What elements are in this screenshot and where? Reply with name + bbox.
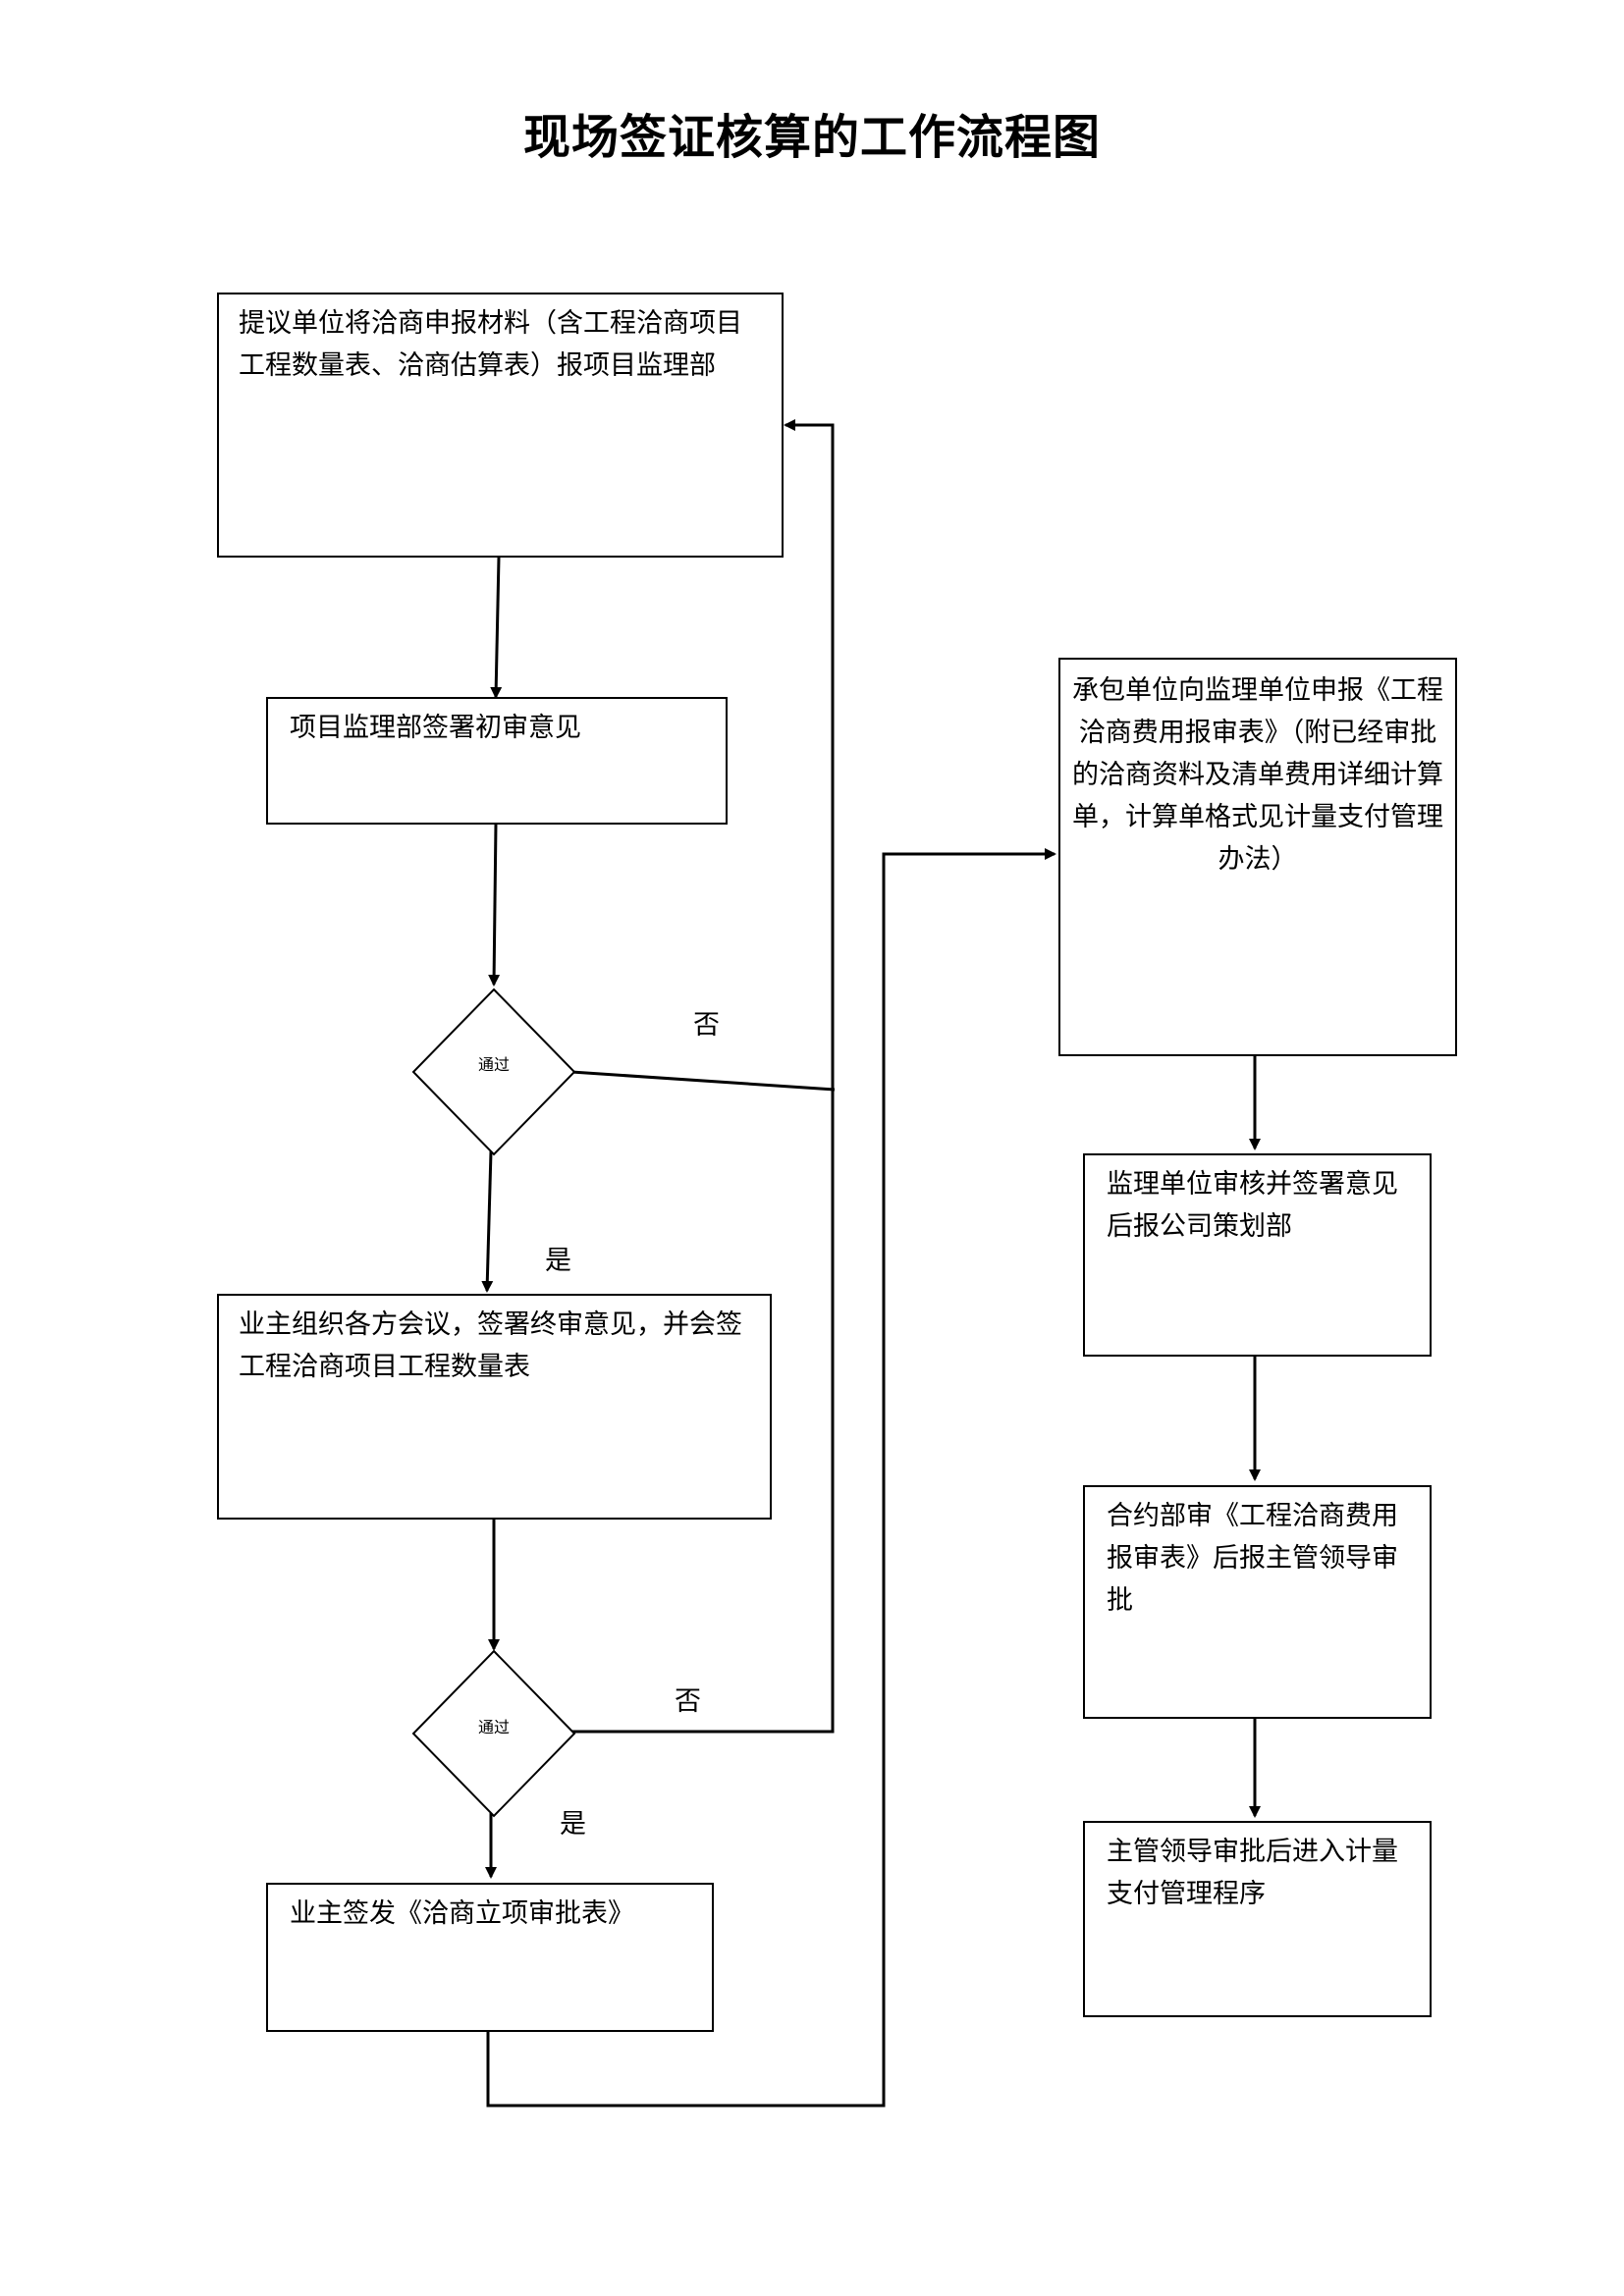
step-preliminary-review-text: 项目监理部签署初审意见 (290, 713, 581, 743)
step-contractor-apply: 承包单位向监理单位申报《工程洽商费用报审表》（附已经审批的洽商资料及清单费用详细… (1058, 658, 1457, 1056)
decision-1-label: 通过 (477, 1055, 511, 1074)
arrow-n4-to-r1 (486, 848, 1056, 2108)
step-leader-approval-text: 主管领导审批后进入计量支付管理程序 (1107, 1837, 1398, 1909)
step-owner-final-review: 业主组织各方会议，签署终审意见，并会签工程洽商项目工程数量表 (217, 1294, 772, 1520)
step-supervisor-review: 监理单位审核并签署意见后报公司策划部 (1083, 1153, 1432, 1357)
arrow-decision2-no-to-n1 (571, 419, 835, 1734)
page-title: 现场签证核算的工作流程图 (522, 110, 1101, 165)
decision-1-yes-label: 是 (545, 1246, 571, 1276)
arrow-decision1-yes-to-n3 (481, 1150, 494, 1293)
step-supervisor-review-text: 监理单位审核并签署意见后报公司策划部 (1107, 1169, 1398, 1242)
step-submit-materials-text: 提议单位将洽商申报材料（含工程洽商项目工程数量表、洽商估算表）报项目监理部 (239, 308, 742, 381)
step-owner-final-review-text: 业主组织各方会议，签署终审意见，并会签工程洽商项目工程数量表 (239, 1309, 742, 1382)
decision-2-label: 通过 (477, 1718, 511, 1736)
step-contract-dept-review: 合约部审《工程洽商费用报审表》后报主管领导审批 (1083, 1485, 1432, 1719)
decision-diamond-1 (411, 988, 576, 1156)
step-leader-approval: 主管领导审批后进入计量支付管理程序 (1083, 1821, 1432, 2017)
line-decision1-no (570, 1070, 836, 1092)
decision-1-no-label: 否 (693, 1010, 720, 1041)
decision-2-yes-label: 是 (560, 1809, 586, 1840)
step-preliminary-review: 项目监理部签署初审意见 (266, 697, 728, 825)
step-contract-dept-review-text: 合约部审《工程洽商费用报审表》后报主管领导审批 (1107, 1501, 1398, 1616)
step-owner-issue-approval-text: 业主签发《洽商立项审批表》 (290, 1898, 634, 1929)
arrow-n1-to-n2 (490, 557, 503, 699)
decision-diamond-2 (411, 1649, 576, 1818)
arrow-n2-to-decision1 (488, 823, 501, 987)
step-owner-issue-approval: 业主签发《洽商立项审批表》 (266, 1883, 714, 2032)
decision-2-no-label: 否 (675, 1686, 701, 1717)
step-contractor-apply-text: 承包单位向监理单位申报《工程洽商费用报审表》（附已经审批的洽商资料及清单费用详细… (1072, 675, 1443, 875)
step-submit-materials: 提议单位将洽商申报材料（含工程洽商项目工程数量表、洽商估算表）报项目监理部 (217, 293, 784, 558)
